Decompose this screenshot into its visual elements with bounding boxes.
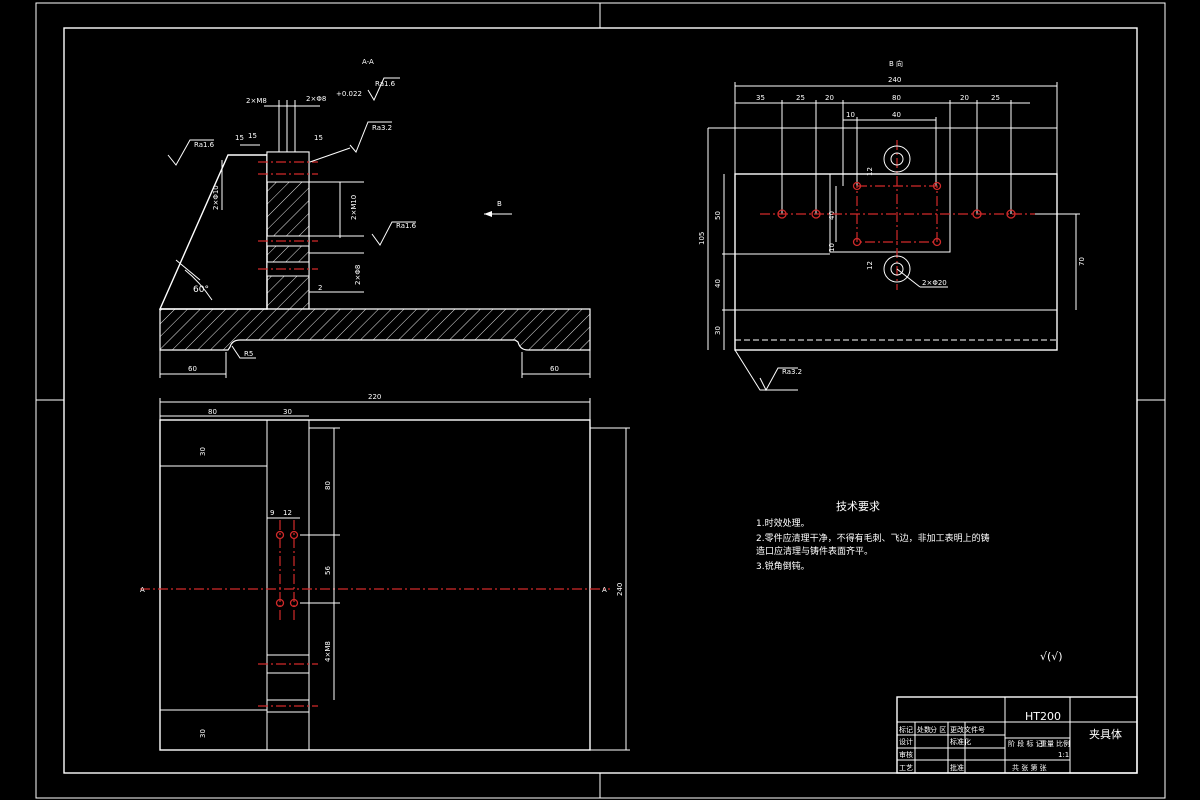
dimension-label: 220 [368, 393, 381, 401]
view-arrow-b: B [484, 200, 512, 217]
dimension-label: 更改文件号 [950, 725, 985, 734]
dimension-label: 20 [825, 94, 834, 102]
dimension-label: 工艺 [899, 764, 913, 772]
dimension-label: 30 [199, 447, 207, 456]
dim-2xm8: 2×M8 [246, 97, 267, 105]
dimension-label: 10 [846, 111, 855, 119]
section-label: A-A [362, 58, 374, 66]
dimension-label: 30 [283, 408, 292, 416]
dimension-label: 4×M8 [324, 641, 332, 662]
section-view-a-a: A-A 2×M8 2×Φ8 +0.022 15 15 15 Ra1.6 Ra3.… [158, 58, 591, 378]
surface-finish-note: √(√) [1040, 650, 1063, 663]
dimension-label: A [602, 586, 607, 594]
dim-2xphi8-lower: 2×Φ8 [354, 265, 362, 285]
dimension-label: 40 [892, 111, 901, 119]
dim-15a: 15 [235, 134, 244, 142]
dimension-label: 80 [324, 481, 332, 490]
dim-2xphi8: 2×Φ8 [306, 95, 326, 103]
dim-60-right: 60 [550, 365, 559, 373]
b-view-outline [734, 173, 1058, 351]
dimension-label: 共 张 第 张 [1012, 763, 1047, 772]
dimension-label: 标记 [899, 725, 913, 734]
base-plate [159, 308, 591, 351]
dim-two: 2 [318, 284, 322, 292]
tech-title: 技术要求 [836, 500, 880, 513]
dimension-label: 10 [828, 243, 836, 252]
dimension-label: 70 [1078, 257, 1086, 266]
dimension-label: 30 [199, 729, 207, 738]
dimension-label: 2.零件应清理干净，不得有毛刺、飞边，非加工表明上的铸 [756, 532, 990, 544]
dimension-label: 比例 [1056, 739, 1070, 748]
dimension-label: 9 [270, 509, 274, 517]
dimension-label: 35 [756, 94, 765, 102]
dimension-label: 审核 [899, 750, 913, 759]
dimension-label: 80 [208, 408, 217, 416]
rib [158, 154, 268, 310]
dimension-label: A [140, 586, 145, 594]
title-block: HT200 夹具体 标记 处数 分 区 更改文件号 设计 标准化 审核 工艺 批… [896, 696, 1138, 774]
dimension-label: 240 [616, 583, 624, 596]
part-name: 夹具体 [1089, 727, 1122, 741]
dimension-label: 12 [866, 167, 874, 176]
tol-plus: +0.022 [336, 90, 362, 98]
dim-r5: R5 [244, 350, 253, 358]
dimension-label: 处数 [917, 725, 931, 734]
dimension-label: 重量 [1040, 740, 1054, 748]
dim-2xm10: 2×M10 [350, 195, 358, 220]
b-view-pad [829, 173, 951, 253]
dimension-label: 设计 [899, 737, 913, 746]
b-view-label: B 向 [889, 59, 903, 68]
dimension-label: 12 [866, 261, 874, 270]
dim-2xphi10: 2×Φ10 [212, 185, 220, 210]
dimension-label: 12 [283, 509, 292, 517]
dimension-label: 30 [714, 326, 722, 335]
dimension-label: 80 [892, 94, 901, 102]
dimension-label: B [497, 200, 502, 208]
ra32-top: Ra3.2 [372, 124, 392, 132]
dimension-label: 40 [714, 279, 722, 288]
plan-outline [159, 419, 591, 751]
dimension-label: 25 [796, 94, 805, 102]
dim-60-left: 60 [188, 365, 197, 373]
plan-view: 220 80 30 30 30 9 12 80 56 4×M8 240 [140, 393, 630, 751]
ra16-top: Ra1.6 [375, 80, 396, 88]
b-holes-label: 2×Φ20 [922, 279, 947, 287]
dimension-label: 105 [698, 232, 706, 245]
dimension-label: 50 [714, 211, 722, 220]
ra16-left: Ra1.6 [194, 141, 215, 149]
dim-15b: 15 [248, 132, 257, 140]
b-ra32: Ra3.2 [782, 368, 802, 376]
tech-requirements: 技术要求 1.时效处理。 2.零件应清理干净，不得有毛刺、飞边，非加工表明上的铸… [756, 500, 990, 572]
dimension-label: 25 [991, 94, 1000, 102]
dimension-label: 3.锐角倒钝。 [756, 560, 810, 572]
dimension-label: 20 [960, 94, 969, 102]
material: HT200 [1025, 710, 1061, 723]
ra16-mid: Ra1.6 [396, 222, 417, 230]
drawing-frame [35, 2, 1166, 799]
dimension-label: 40 [828, 211, 836, 220]
dim-15c: 15 [314, 134, 323, 142]
dim-angle: 60° [193, 285, 209, 295]
b-view: B 向 240 35 25 20 80 20 25 10 40 105 50 [698, 59, 1086, 392]
dimension-label: 阶 段 标 记 [1008, 739, 1043, 748]
dimension-label: 造口应清理与铸件表面齐平。 [756, 545, 873, 557]
dimension-label: 56 [324, 566, 332, 575]
dimension-label: 分 区 [930, 725, 946, 734]
dimension-label: 1.时效处理。 [756, 517, 810, 529]
dimension-label: 标准化 [950, 737, 971, 746]
b-dim-overall: 240 [888, 76, 901, 84]
scale: 1:1 [1058, 751, 1069, 759]
dimension-label: 批准 [950, 763, 964, 772]
